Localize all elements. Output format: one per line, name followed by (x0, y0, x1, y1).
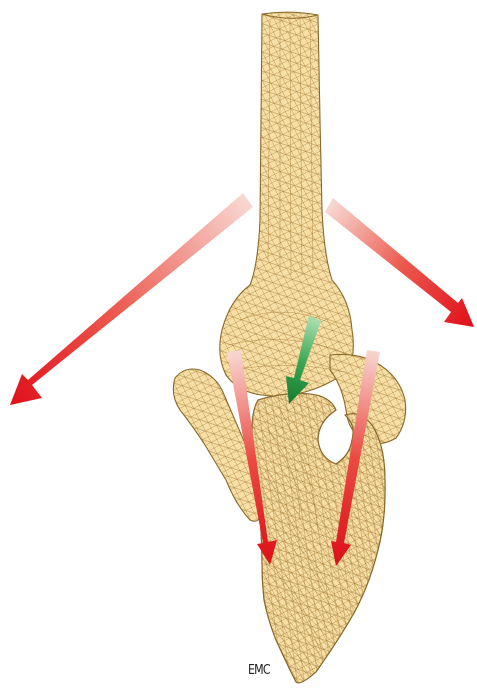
arrow-upper-left (10, 193, 253, 405)
watermark-emc: EMC (248, 663, 270, 678)
bone-mesh (173, 12, 405, 683)
